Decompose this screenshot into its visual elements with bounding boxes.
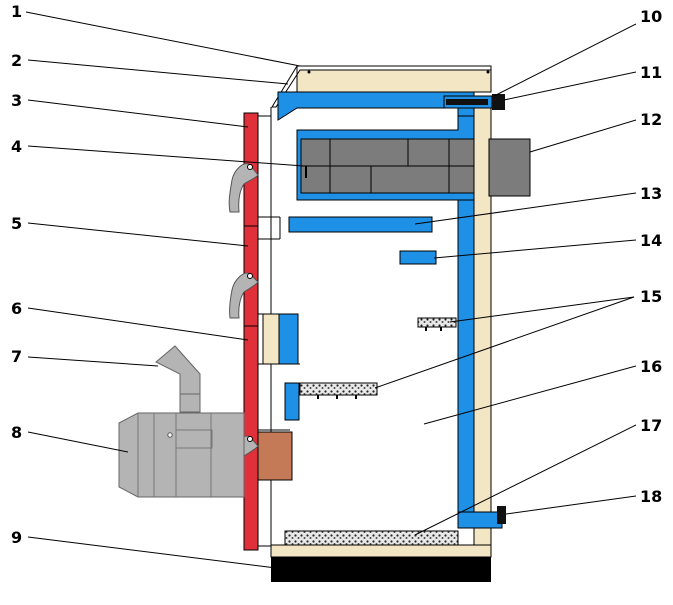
grate-lower: [299, 382, 378, 399]
callout-15: 15: [640, 287, 662, 306]
callout-5: 5: [11, 214, 22, 233]
callout-6: 6: [11, 299, 22, 318]
callout-3: 3: [11, 91, 22, 110]
turbulator: [399, 250, 437, 265]
baffle-plate: [288, 216, 433, 233]
callout-8: 8: [11, 423, 22, 442]
door-handle-middle: [229, 272, 259, 319]
callout-18: 18: [640, 487, 662, 506]
callout-7: 7: [11, 347, 22, 366]
callout-4: 4: [11, 137, 22, 156]
callout-12: 12: [640, 110, 662, 129]
heat-exchanger: [300, 138, 475, 194]
return-pipe-inlet: [497, 506, 506, 524]
burner-refractory: [257, 431, 293, 481]
callout-11: 11: [640, 63, 662, 82]
flow-pipe-outlet: [443, 94, 505, 110]
callout-2: 2: [11, 51, 22, 70]
callout-17: 17: [640, 416, 662, 435]
door-handle-upper: [228, 163, 259, 213]
callout-numbers: 1 2 3 4 5 6 7 8 9 10 11 12 13 14 15 16 1…: [11, 2, 662, 547]
callout-9: 9: [11, 528, 22, 547]
grate-upper: [417, 317, 457, 331]
leader-lines: [25, 11, 637, 569]
callout-1: 1: [11, 2, 22, 21]
flue-outlet: [488, 138, 531, 197]
callout-14: 14: [640, 231, 662, 250]
callout-13: 13: [640, 184, 662, 203]
base-plinth: [271, 557, 491, 582]
right-insulation: [473, 106, 492, 546]
bottom-insulation: [270, 544, 492, 558]
boiler-body: [270, 65, 492, 582]
callout-16: 16: [640, 357, 662, 376]
pellet-burner: [118, 345, 245, 498]
ash-bed: [284, 530, 459, 546]
door-frame: [257, 115, 300, 547]
callout-10: 10: [640, 7, 662, 26]
